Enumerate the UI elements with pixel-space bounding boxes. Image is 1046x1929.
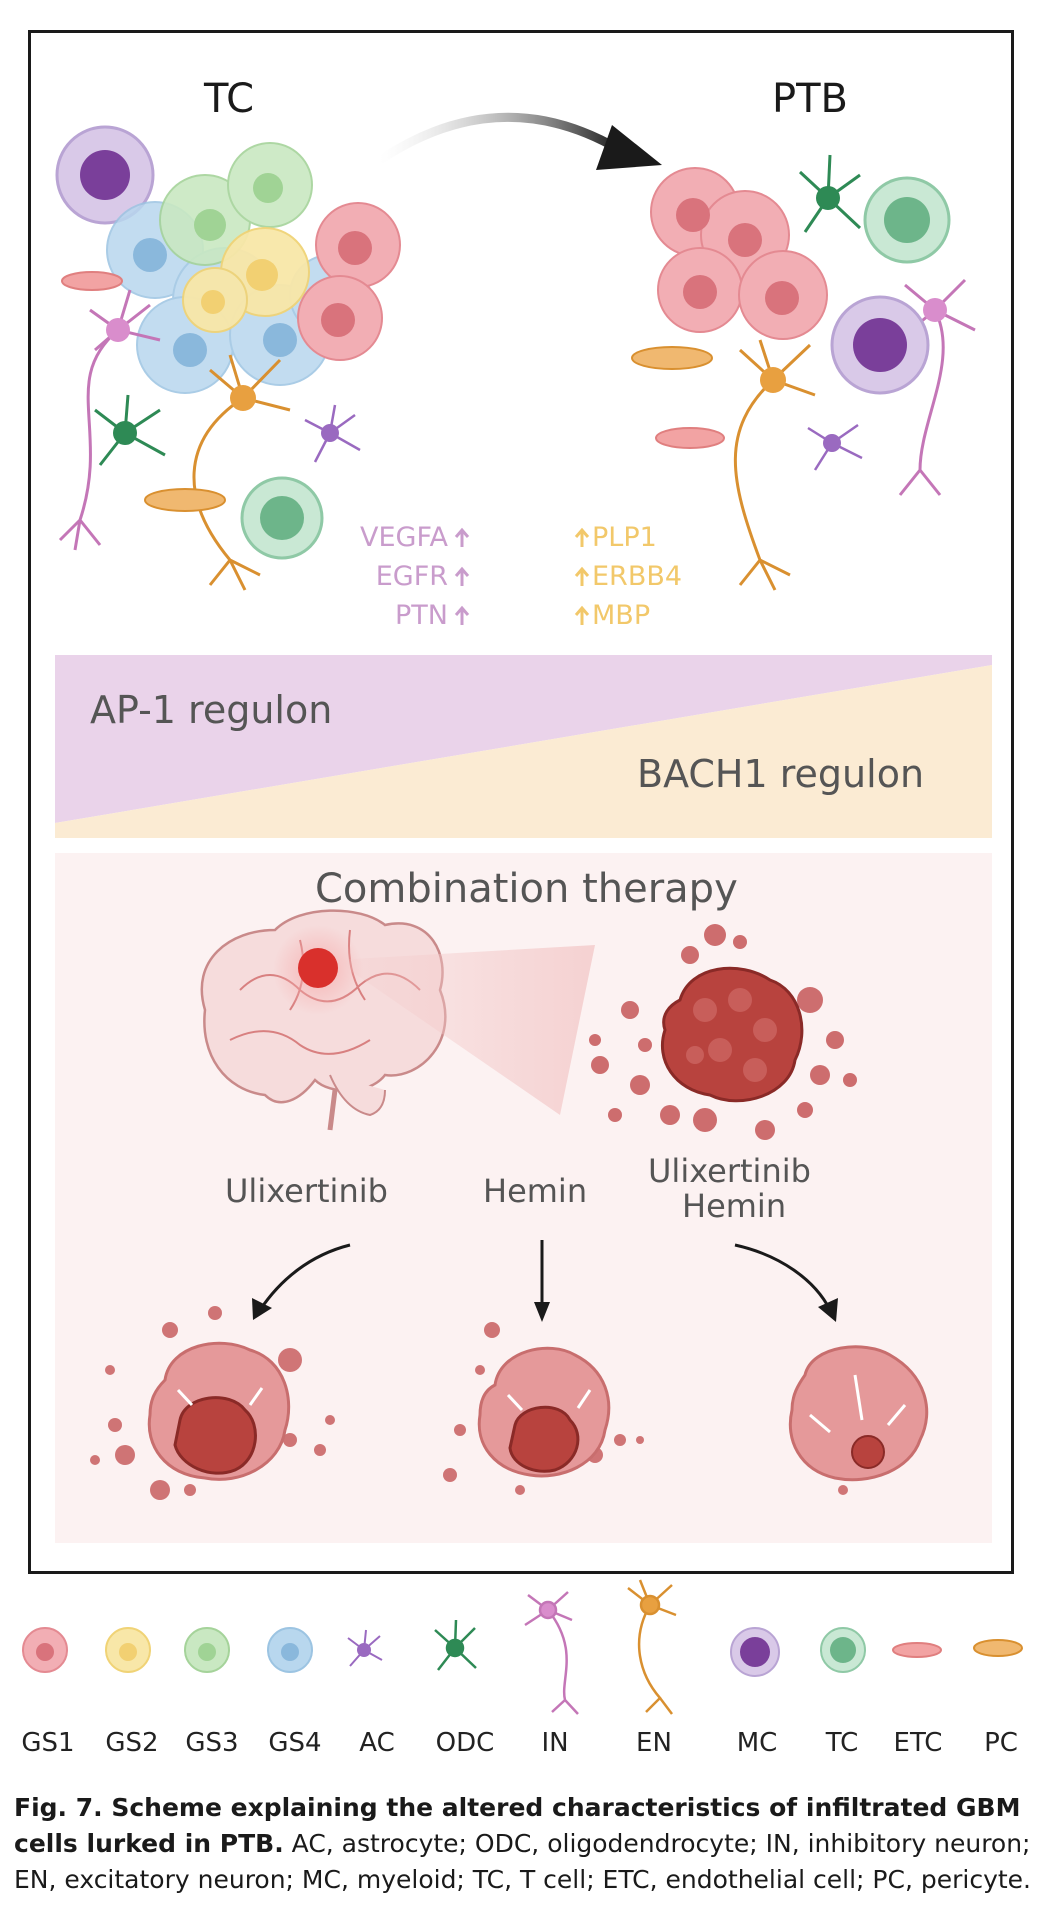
brain-tumor [298, 948, 338, 988]
legend-gs2-icon [105, 1627, 151, 1673]
drug-hemin: Hemin [483, 1172, 588, 1210]
legend-en: EN [636, 1728, 672, 1758]
gene-egfr: EGFR [375, 561, 448, 592]
zoom-cone [335, 945, 595, 1115]
caption-title: Fig. 7. Scheme explaining the altered ch… [14, 1793, 1021, 1858]
transition-arrow [377, 112, 623, 164]
arrow-combination [734, 1243, 832, 1311]
legend-en-icon [627, 1579, 677, 1715]
therapy-title: Combination therapy [315, 866, 738, 912]
legend-gs3-icon [184, 1627, 230, 1673]
en-neuron [733, 339, 816, 591]
gene-up-arrows-right [574, 527, 590, 625]
legend-gs4: GS4 [268, 1728, 322, 1758]
en-neuron [192, 354, 291, 591]
residual-tumor [851, 1435, 885, 1469]
legend-in: IN [541, 1728, 569, 1758]
gene-plp1: PLP1 [592, 522, 657, 553]
legend-pc-icon [973, 1639, 1023, 1657]
arrow-ulixertinib [258, 1243, 351, 1311]
bach1-regulon-band [55, 665, 992, 838]
legend-odc: ODC [435, 1728, 495, 1758]
gene-mbp: MBP [592, 600, 651, 631]
odc-cell [94, 394, 166, 466]
legend-pc: PC [984, 1728, 1018, 1758]
legend-gs2: GS2 [105, 1728, 159, 1758]
legend-ac: AC [359, 1728, 395, 1758]
ptb-title: PTB [772, 76, 848, 122]
in-neuron [898, 278, 976, 496]
transition-arrowhead [596, 125, 662, 170]
gene-erbb4: ERBB4 [592, 561, 683, 592]
gene-ptn: PTN [395, 600, 448, 631]
gene-vegfa: VEGFA [360, 522, 448, 553]
large-tumor [589, 924, 857, 1140]
bach1-regulon-label: BACH1 regulon [637, 752, 925, 796]
ac-cell [304, 404, 361, 463]
outcome-hemin [443, 1322, 644, 1495]
legend-gs1-icon [22, 1627, 68, 1673]
odc-cell [798, 154, 862, 233]
legend-icons [22, 1579, 1023, 1715]
figure-frame [28, 30, 1014, 1574]
outcome-combination [788, 1345, 929, 1495]
legend-gs1: GS1 [21, 1728, 75, 1758]
legend-tc-icon [820, 1627, 866, 1673]
ac-cell [807, 423, 863, 471]
figure-caption: Fig. 7. Scheme explaining the altered ch… [14, 1790, 1034, 1898]
legend-in-icon [524, 1591, 579, 1715]
etc-cell [61, 271, 123, 291]
pc-cell [144, 488, 226, 512]
ap1-regulon-label: AP-1 regulon [90, 688, 333, 732]
in-neuron [58, 289, 161, 551]
legend-gs3: GS3 [185, 1728, 239, 1758]
ptb-cell-cluster [631, 154, 976, 591]
ap1-regulon-band [55, 655, 992, 823]
legend-mc: MC [736, 1728, 778, 1758]
tc-title: TC [204, 76, 255, 122]
etc-cell [655, 427, 725, 449]
drug-combo-line1: Ulixertinib [648, 1152, 811, 1190]
drug-combo-line2: Hemin [682, 1187, 787, 1225]
tc-cell-cluster [55, 125, 401, 591]
legend-etc-icon [892, 1642, 942, 1658]
legend-gs4-icon [267, 1627, 313, 1673]
caption-body: AC, astrocyte; ODC, oligodendrocyte; IN,… [14, 1829, 1031, 1894]
pc-cell [631, 346, 713, 370]
gene-up-arrows [454, 527, 470, 625]
legend-etc: ETC [893, 1728, 943, 1758]
legend-mc-icon [730, 1627, 780, 1677]
legend-tc: TC [825, 1728, 859, 1758]
drug-ulixertinib: Ulixertinib [225, 1172, 388, 1210]
outcome-ulixertinib [90, 1306, 335, 1500]
legend-odc-icon [434, 1619, 477, 1671]
legend-ac-icon [347, 1629, 383, 1667]
